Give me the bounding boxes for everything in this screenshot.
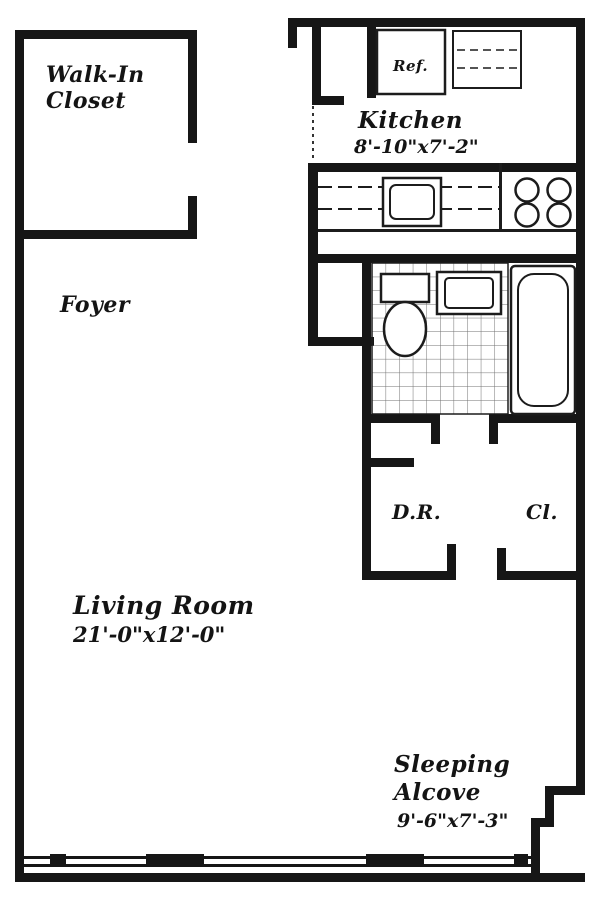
label-sleeping-alcove-line1: Sleeping [394, 751, 510, 778]
counter-front-edge [318, 229, 576, 232]
bathroom [371, 262, 577, 416]
burner [514, 177, 540, 203]
kitchen-fixtures [312, 28, 576, 232]
bathroom-sink-basin [444, 277, 494, 309]
label-walk-in-closet-line2: Closet [46, 88, 126, 114]
label-sleeping-alcove-line2: Alcove [392, 779, 481, 806]
label-kitchen: Kitchen [357, 107, 463, 134]
label-dressing-room: D.R. [391, 500, 441, 524]
stove-burners [514, 177, 572, 228]
label-kitchen-dimensions: 8'-10"x7'-2" [353, 136, 479, 158]
burner [546, 202, 572, 228]
kitchen-counter [318, 163, 576, 232]
toilet-tank [379, 272, 431, 304]
bathtub [509, 264, 577, 416]
label-sleeping-alcove-dimensions: 9'-6"x7'-3" [397, 810, 508, 832]
burner [546, 177, 572, 203]
refrigerator [375, 28, 447, 96]
bathroom-sink [435, 270, 503, 316]
burner [514, 202, 540, 228]
label-walk-in-closet-line1: Walk-In [46, 62, 145, 88]
toilet-bowl [382, 300, 428, 358]
walls [15, 18, 585, 882]
window-band [24, 854, 531, 867]
stove-divider [499, 163, 502, 232]
toilet [379, 272, 431, 358]
label-living-room-dimensions: 21'-0"x12'-0" [72, 622, 225, 647]
cabinet [452, 30, 522, 89]
label-refrigerator: Ref. [392, 57, 428, 75]
label-living-room: Living Room [72, 591, 255, 620]
label-foyer: Foyer [59, 292, 131, 318]
kitchen-sink-basin [389, 184, 435, 220]
bathtub-inner [517, 273, 569, 407]
bathtub-outer [509, 264, 577, 416]
label-closet: Cl. [526, 500, 558, 524]
